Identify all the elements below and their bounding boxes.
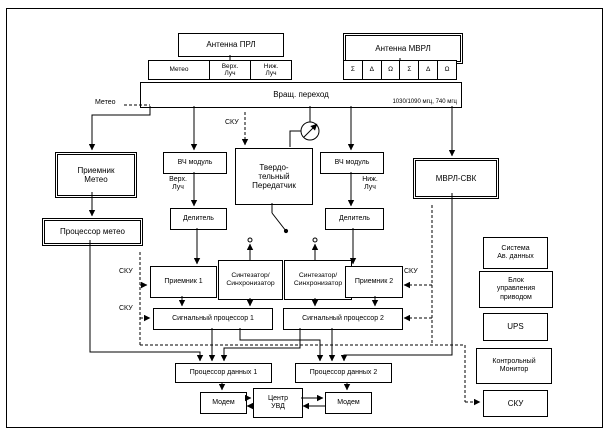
atc-center-label: Центр УВД xyxy=(267,394,289,410)
av-data-system-box: Система Ав. данных xyxy=(483,237,548,269)
antenna-prl-label: Антенна ПРЛ xyxy=(206,40,256,50)
meteo-processor-box: Процессор метео xyxy=(42,218,143,246)
meteo-processor-label: Процессор метео xyxy=(60,227,125,237)
ups-label: UPS xyxy=(507,322,524,332)
data-processor1-label: Процессор данных 1 xyxy=(189,368,258,376)
prl-port-lower-beam: Ниж. Луч xyxy=(251,60,292,80)
sku-label-receiver1: СКУ xyxy=(119,268,133,275)
control-monitor-label: Контрольный Монитор xyxy=(492,357,536,373)
receiver2-box: Приемник 2 xyxy=(345,266,403,298)
sku-label-transmitter: СКУ xyxy=(225,119,239,126)
divider-left-label: Делитель xyxy=(183,214,214,222)
receiver1-box: Приемник 1 xyxy=(150,266,217,298)
mvrl-port-sum-1: Σ xyxy=(343,60,363,80)
rf-module-left-box: ВЧ модуль xyxy=(163,152,227,174)
synthesizer1-label: Синтезатор/ Синхронизатор xyxy=(226,272,275,287)
data-processor2-label: Процессор данных 2 xyxy=(309,368,378,376)
sku-label-receiver2: СКУ xyxy=(404,268,418,275)
meteo-feed-label: Метео xyxy=(95,99,116,106)
mvrl-svk-label: МВРЛ-СВК xyxy=(435,173,477,183)
meteo-receiver-label: Приемник Метео xyxy=(77,165,115,184)
receiver2-label: Приемник 2 xyxy=(354,277,394,285)
rotary-frequency-label: 1030/1090 мгц, 740 мгц xyxy=(392,99,457,106)
divider-right-label: Делитель xyxy=(339,214,370,222)
divider-left-box: Делитель xyxy=(170,208,227,230)
drive-control-label: Блок управления приводом xyxy=(496,277,536,301)
mvrl-ports-row: Σ Δ Ω Σ Δ Ω xyxy=(343,60,457,80)
signal-processor1-label: Сигнальный процессор 1 xyxy=(172,314,254,322)
prl-port-meteo: Метео xyxy=(148,60,210,80)
synthesizer2-box: Синтезатор/ Синхронизатор xyxy=(284,260,352,300)
prl-port-upper-beam: Верх. Луч xyxy=(210,60,251,80)
mvrl-svk-box: МВРЛ-СВК xyxy=(413,158,499,199)
modem-right-box: Модем xyxy=(325,392,372,414)
atc-center-box: Центр УВД xyxy=(253,388,303,418)
rotary-joint-box: Вращ. переход 1030/1090 мгц, 740 мгц xyxy=(140,82,462,108)
mvrl-port-omega-2: Ω xyxy=(438,60,457,80)
data-processor1-box: Процессор данных 1 xyxy=(175,363,272,383)
transmitter-label: Твердо- тельный Передатчик xyxy=(252,162,296,191)
mvrl-port-sum-2: Σ xyxy=(400,60,420,80)
diagram-frame xyxy=(6,8,603,428)
signal-processor2-label: Сигнальный процессор 2 xyxy=(302,314,384,322)
rf-module-right-label: ВЧ модуль xyxy=(334,158,370,166)
ups-box: UPS xyxy=(483,313,548,341)
prl-ports-row: Метео Верх. Луч Ниж. Луч xyxy=(148,60,292,80)
divider-right-box: Делитель xyxy=(325,208,384,230)
modem-left-box: Модем xyxy=(200,392,247,414)
data-processor2-box: Процессор данных 2 xyxy=(295,363,392,383)
rotary-joint-label: Вращ. переход xyxy=(273,90,329,100)
rf-module-right-box: ВЧ модуль xyxy=(320,152,384,174)
sku-box: СКУ xyxy=(483,390,548,417)
transmitter-box: Твердо- тельный Передатчик xyxy=(235,148,313,205)
modem-right-label: Модем xyxy=(337,398,360,406)
av-data-system-label: Система Ав. данных xyxy=(497,244,534,260)
lower-beam-label: Ниж. Луч xyxy=(362,176,378,192)
synthesizer1-box: Синтезатор/ Синхронизатор xyxy=(218,260,283,300)
synthesizer2-label: Синтезатор/ Синхронизатор xyxy=(293,272,343,287)
sku-label-sp1: СКУ xyxy=(119,305,133,312)
meteo-receiver-box: Приемник Метео xyxy=(55,152,137,198)
mvrl-port-omega-1: Ω xyxy=(381,60,401,80)
receiver1-label: Приемник 1 xyxy=(164,277,203,285)
drive-control-box: Блок управления приводом xyxy=(479,271,553,308)
mvrl-port-delta-2: Δ xyxy=(419,60,439,80)
upper-beam-label: Верх. Луч xyxy=(169,176,187,192)
modem-left-label: Модем xyxy=(212,398,235,406)
control-monitor-box: Контрольный Монитор xyxy=(476,348,552,384)
mvrl-port-delta-1: Δ xyxy=(362,60,382,80)
rf-module-left-label: ВЧ модуль xyxy=(177,158,213,166)
antenna-prl-box: Антенна ПРЛ xyxy=(178,33,284,57)
sku-box-label: СКУ xyxy=(507,398,524,408)
signal-processor1-box: Сигнальный процессор 1 xyxy=(153,308,273,330)
antenna-mvrl-label: Антенна МВРЛ xyxy=(375,43,431,53)
signal-processor2-box: Сигнальный процессор 2 xyxy=(283,308,403,330)
